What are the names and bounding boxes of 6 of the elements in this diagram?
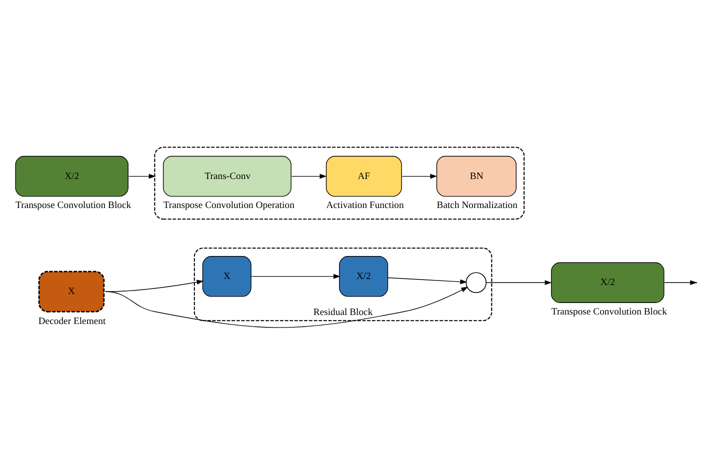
node-label: Transpose Convolution Block <box>551 306 667 318</box>
node-label: Batch Normalization <box>436 200 518 211</box>
node-label: Activation Function <box>326 200 404 211</box>
node-label: Transpose Convolution Operation <box>163 200 294 211</box>
node-label: Decoder Element <box>38 316 106 327</box>
node-label: Transpose Convolution Block <box>16 200 132 211</box>
